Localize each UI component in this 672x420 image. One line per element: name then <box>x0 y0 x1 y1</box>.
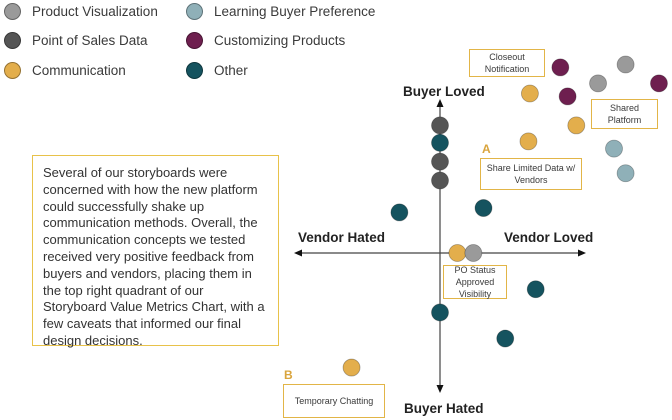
data-point-customizing <box>650 74 668 93</box>
data-point-product-visualization <box>616 55 635 74</box>
data-point-point-of-sales <box>431 171 449 190</box>
legend-dot-icon <box>4 2 21 20</box>
axis-label-buyer-hated: Buyer Hated <box>404 401 484 416</box>
data-point-communication <box>519 132 538 151</box>
axis-label-vendor-hated: Vendor Hated <box>298 230 386 245</box>
data-point-communication <box>567 116 586 135</box>
callout-po-status: PO Status Approved Visibility <box>443 265 507 299</box>
data-point-product-visualization <box>464 244 483 262</box>
arrow-down-icon <box>436 385 444 393</box>
legend-label: Communication <box>32 62 126 78</box>
description-box: Several of our storyboards were concerne… <box>32 155 279 348</box>
legend-item-learning-buyer-preference: Learning Buyer Preference <box>186 1 375 21</box>
data-point-other <box>526 280 545 299</box>
axis-label-vendor-loved: Vendor Loved <box>504 230 594 245</box>
marker-a: A <box>482 142 491 156</box>
legend-item-product-visualization: Product Visualization <box>4 1 158 21</box>
callout-share-limited-data: Share Limited Data w/ Vendors <box>480 158 582 190</box>
callout-closeout-notification: Closeout Notification <box>469 49 545 77</box>
legend-label: Other <box>214 62 248 78</box>
chart-points <box>342 55 668 377</box>
legend-item-point-of-sales: Point of Sales Data <box>4 30 148 50</box>
data-point-other <box>431 303 449 322</box>
legend-dot-icon <box>186 2 203 20</box>
data-point-point-of-sales <box>431 116 449 135</box>
chart-axes <box>294 99 586 393</box>
data-point-communication <box>342 358 361 377</box>
legend-label: Learning Buyer Preference <box>214 3 376 19</box>
data-point-other <box>474 199 493 217</box>
arrow-left-icon <box>294 249 302 257</box>
legend-label: Point of Sales Data <box>32 32 148 48</box>
data-point-other <box>496 329 515 348</box>
marker-b: B <box>284 368 293 382</box>
data-point-customizing <box>551 58 570 77</box>
callout-temporary-chatting: Temporary Chatting <box>283 384 385 418</box>
callout-shared-platform: Shared Platform <box>591 99 658 129</box>
legend-item-other: Other <box>186 60 248 80</box>
axis-label-buyer-loved: Buyer Loved <box>403 84 485 99</box>
legend-dot-icon <box>4 61 21 79</box>
legend-dot-icon <box>4 31 21 49</box>
data-point-communication <box>521 84 539 103</box>
data-point-learning-buyer <box>616 164 635 183</box>
data-point-other <box>390 203 409 222</box>
data-point-customizing <box>558 87 577 106</box>
data-point-product-visualization <box>589 74 607 93</box>
legend-item-communication: Communication <box>4 60 126 80</box>
data-point-point-of-sales <box>431 152 449 171</box>
legend-dot-icon <box>186 61 203 79</box>
legend-dot-icon <box>186 31 203 49</box>
legend-item-customizing-products: Customizing Products <box>186 30 345 50</box>
arrow-right-icon <box>578 249 586 257</box>
data-point-learning-buyer <box>605 139 623 158</box>
legend-label: Product Visualization <box>32 3 158 19</box>
data-point-other <box>431 133 449 152</box>
data-point-communication <box>448 244 467 262</box>
legend-label: Customizing Products <box>214 32 346 48</box>
arrow-up-icon <box>436 99 444 107</box>
